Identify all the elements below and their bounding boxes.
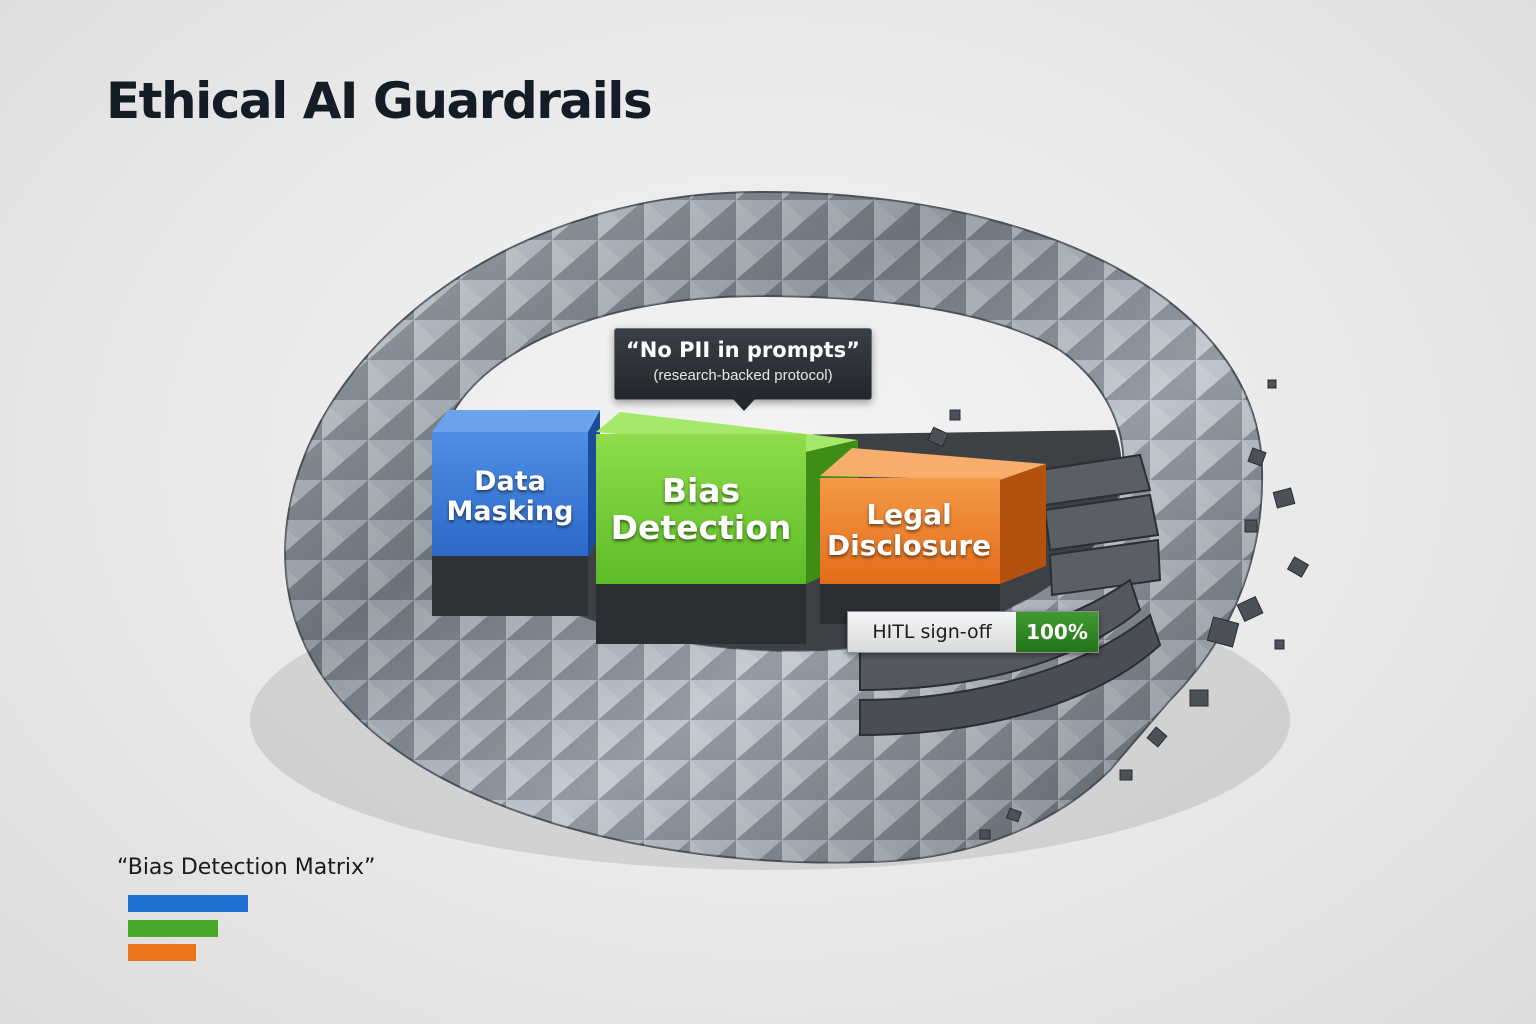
matrix-bar-orange [128, 944, 196, 961]
matrix-bar-green [128, 920, 218, 937]
hitl-signoff-badge: HITL sign-off 100% [847, 611, 1099, 653]
legal-disclosure-block: Legal Disclosure [826, 497, 992, 562]
callout-subtext: (research-backed protocol) [653, 367, 833, 384]
matrix-bar-blue [128, 895, 248, 912]
bias-detection-block: Bias Detection [610, 471, 792, 547]
page-title: Ethical AI Guardrails [106, 72, 653, 130]
pii-callout: “No PII in prompts” (research-backed pro… [614, 328, 872, 411]
data-masking-block: Data Masking [446, 465, 574, 527]
hitl-value: 100% [1016, 612, 1098, 652]
callout-headline: “No PII in prompts” [626, 338, 860, 362]
matrix-title: “Bias Detection Matrix” [117, 855, 376, 880]
hitl-label: HITL sign-off [848, 612, 1016, 652]
